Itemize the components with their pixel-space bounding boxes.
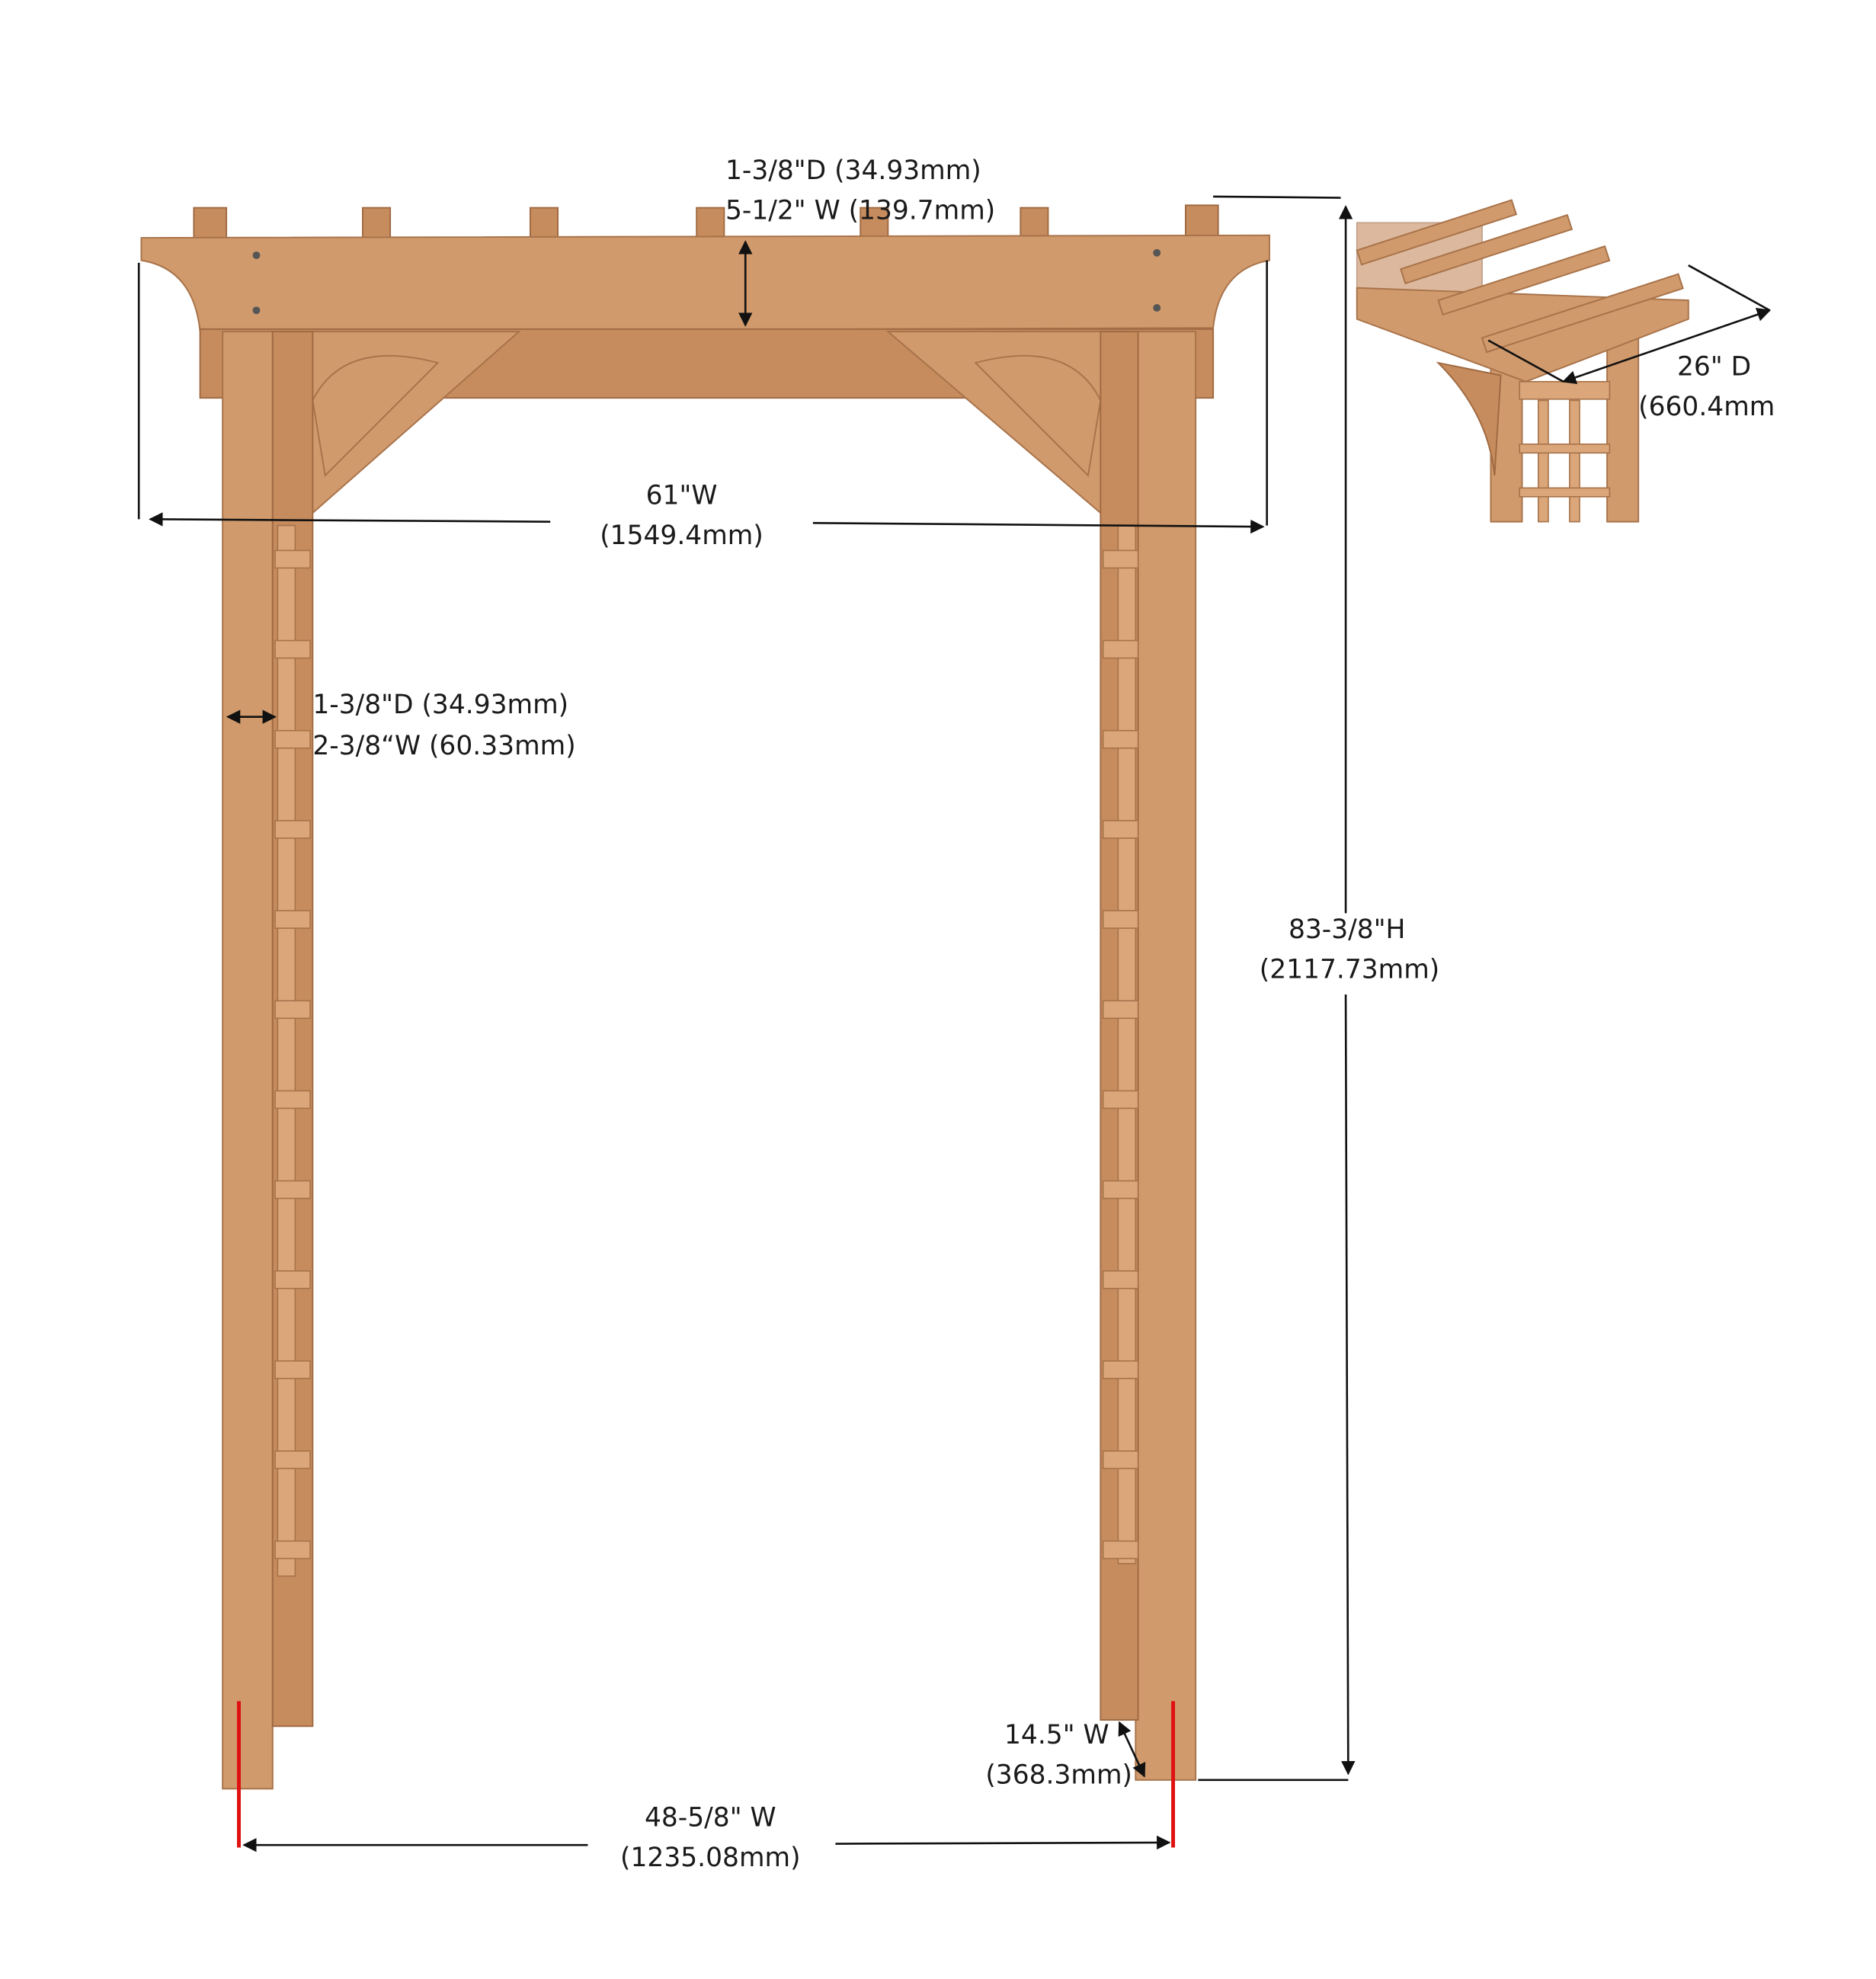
inner-width-in-label: 48-5/8" W (645, 1803, 776, 1833)
overall-width-mm-label: (1549.4mm) (600, 520, 764, 551)
right-post (1100, 331, 1197, 1781)
side-width-in-label: 14.5" W (1004, 1720, 1109, 1750)
lattice-slat (1102, 820, 1139, 839)
depth-mm-label: (660.4mm (1638, 392, 1775, 422)
lattice-slat (274, 1000, 311, 1020)
right-bracket (885, 331, 1133, 514)
lattice-slat (1102, 1090, 1139, 1110)
inner-width-mm-label: (1235.08mm) (620, 1843, 800, 1873)
lattice-slat (274, 639, 311, 659)
rafter-ends (193, 204, 1219, 242)
lattice-slat (274, 549, 311, 569)
post-width-label: 2-3/8“W (60.33mm) (312, 731, 575, 761)
lattice-slats (274, 549, 1139, 1560)
side-width-mm-label: (368.3mm) (985, 1760, 1132, 1791)
lattice-slat (274, 1360, 311, 1379)
lattice-slat (1102, 1270, 1139, 1289)
lattice-slat (1102, 1000, 1139, 1020)
height-in-label: 83-3/8"H (1289, 914, 1405, 945)
beam-depth-label: 1-3/8"D (34.93mm) (725, 155, 981, 186)
lattice-slat (274, 820, 311, 839)
lattice-slat (1102, 910, 1139, 929)
lattice-slat (1102, 1540, 1139, 1560)
post-depth-label: 1-3/8"D (34.93mm) (312, 690, 568, 720)
top-beam (140, 234, 1270, 333)
beam-width-label: 5-1/2" W (139.7mm) (725, 195, 995, 226)
lattice-slat (274, 1180, 311, 1199)
lattice-slat (1102, 1180, 1139, 1199)
lattice-slat (1102, 549, 1139, 569)
lattice-slat (274, 1450, 311, 1469)
lattice-slat (274, 729, 311, 749)
arbor-inset-view (1356, 199, 1772, 523)
depth-in-label: 26" D (1677, 352, 1751, 383)
lattice-slat (1102, 639, 1139, 659)
dimension-lines (137, 195, 1356, 1853)
overall-width-in-label: 61"W (646, 481, 718, 511)
left-bracket (280, 331, 521, 514)
lattice-slat (1102, 1360, 1139, 1379)
dimension-labels: 1-3/8"D (34.93mm) 5-1/2" W (139.7mm) 61"… (312, 155, 1775, 1873)
height-mm-label: (2117.73mm) (1260, 955, 1439, 985)
lattice-slat (274, 910, 311, 929)
lattice-slat (1102, 1450, 1139, 1469)
lattice-slat (274, 1090, 311, 1110)
arbor-front-view (140, 204, 1270, 1790)
lattice-slat (274, 1540, 311, 1560)
lattice-slat (274, 1270, 311, 1289)
lattice-slat (1102, 729, 1139, 749)
